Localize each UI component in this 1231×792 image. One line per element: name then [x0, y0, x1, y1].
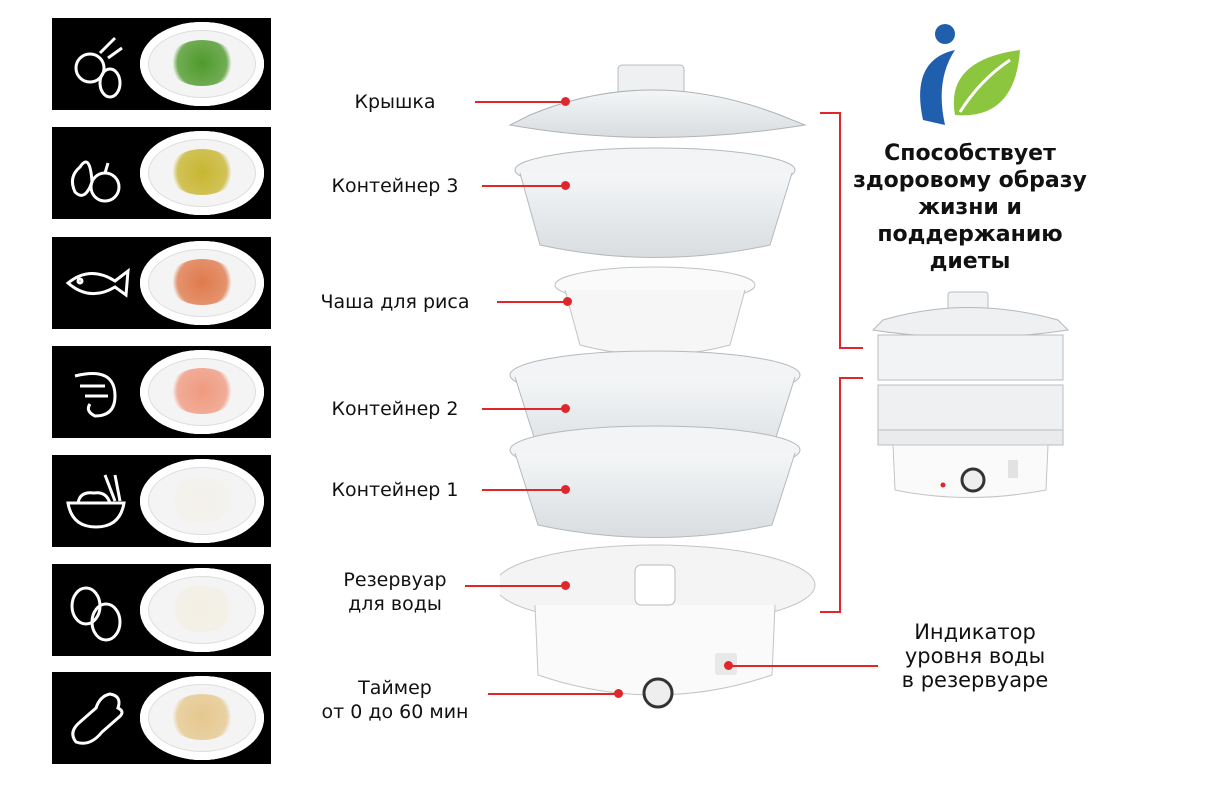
label-lid: Крышка — [354, 91, 436, 113]
food-plate — [140, 676, 264, 760]
benefit-line-2: здоровому образу — [853, 168, 1087, 193]
health-leaf-logo — [920, 24, 1020, 125]
water-indicator-label: Индикатор уровня воды в резервуаре — [880, 620, 1070, 692]
label-timer: Таймер от 0 до 60 мин — [300, 676, 490, 724]
fruit-icon — [70, 160, 121, 203]
food-plate — [140, 350, 264, 434]
reservoir-line-2: для воды — [348, 593, 442, 615]
container-1 — [509, 425, 801, 538]
food-category-tile — [52, 237, 271, 329]
food-plate — [140, 22, 264, 106]
food-category-tile — [52, 18, 271, 110]
indicator-line-1: Индикатор — [914, 620, 1036, 644]
container-3 — [514, 147, 796, 258]
food-category-tile — [52, 127, 271, 219]
benefit-line-4: поддержанию — [877, 222, 1063, 247]
rice-bowl-icon — [66, 474, 126, 529]
food-plate — [140, 241, 264, 325]
eggs-icon — [70, 586, 122, 642]
label-container-1: Контейнер 1 — [331, 479, 459, 501]
food-category-tile — [52, 346, 271, 438]
indicator-line-2: уровня воды — [904, 644, 1046, 668]
fish-icon — [65, 267, 130, 298]
steamer-exploded-view — [500, 64, 816, 709]
benefit-line-1: Способствует — [884, 141, 1056, 166]
label-container-2: Контейнер 2 — [331, 398, 459, 420]
benefit-line-5: диеты — [929, 249, 1011, 274]
timer-line-2: от 0 до 60 мин — [321, 701, 469, 723]
rice-bowl — [554, 266, 756, 356]
food-vegetables — [168, 40, 236, 86]
food-fruit — [168, 149, 236, 195]
indicator-line-3: в резервуаре — [901, 668, 1049, 692]
benefit-line-3: жизни и — [918, 195, 1022, 220]
lid — [508, 64, 807, 138]
food-rice — [168, 477, 236, 523]
food-eggs — [168, 586, 236, 632]
benefit-text: Способствует здоровому образу жизни и по… — [840, 140, 1100, 275]
assembled-steamer — [871, 291, 1070, 498]
food-category-tile — [52, 564, 271, 656]
food-salmon — [168, 259, 236, 305]
label-container-3: Контейнер 3 — [331, 175, 459, 197]
shrimp-icon — [74, 372, 117, 418]
reservoir-line-1: Резервуар — [343, 569, 447, 591]
label-reservoir: Резервуар для воды — [320, 568, 470, 616]
timer-line-1: Таймер — [358, 677, 432, 699]
label-rice-bowl: Чаша для риса — [320, 291, 470, 313]
bracket-lines — [820, 112, 863, 613]
food-chicken — [168, 694, 236, 740]
chicken-leg-icon — [71, 692, 124, 745]
food-plate — [140, 459, 264, 543]
water-reservoir-base — [500, 544, 816, 709]
food-category-tile — [52, 672, 271, 764]
food-shrimp — [168, 368, 236, 414]
vegetables-icon — [74, 36, 123, 99]
food-category-tile — [52, 455, 271, 547]
food-plate — [140, 568, 264, 652]
food-plate — [140, 131, 264, 215]
